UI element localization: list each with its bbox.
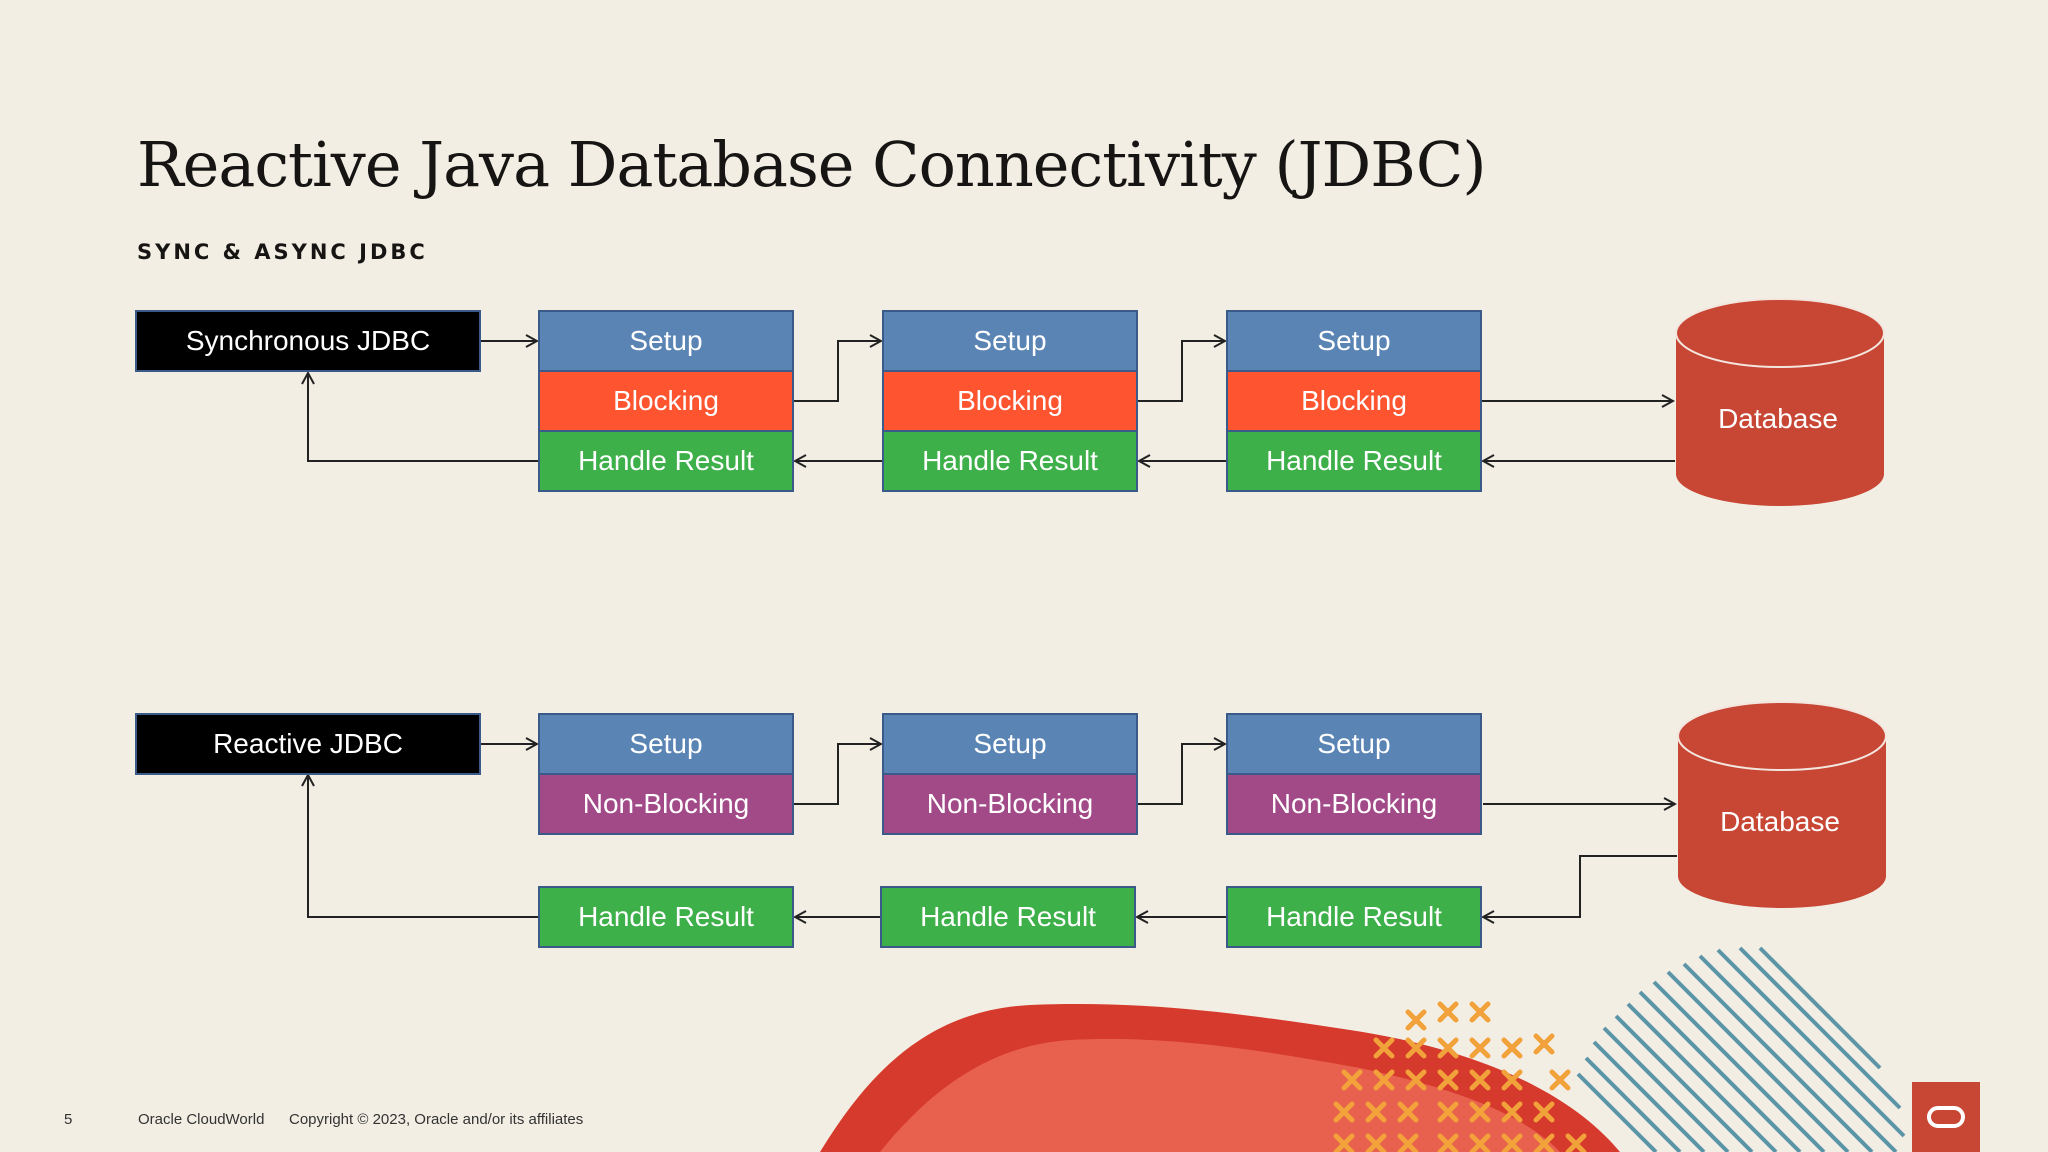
reactive-stage2-non-blocking: Non-Blocking xyxy=(882,773,1138,835)
footer-copyright: Copyright © 2023, Oracle and/or its affi… xyxy=(289,1111,584,1128)
sync-stage2-setup: Setup xyxy=(882,310,1138,372)
reactive-database-cylinder xyxy=(1677,701,1887,908)
reactive-jdbc-label: Reactive JDBC xyxy=(135,713,481,775)
reactive-stage1-setup: Setup xyxy=(538,713,794,775)
page-subtitle: SYNC & ASYNC JDBC xyxy=(137,240,428,264)
decorative-coral-blob xyxy=(880,1039,1560,1152)
sync-arrow-stage2-to-stage3 xyxy=(1137,341,1225,402)
footer-event: Oracle CloudWorld xyxy=(138,1111,265,1128)
page-title: Reactive Java Database Connectivity (JDB… xyxy=(137,128,1487,201)
sync-database-label: Database xyxy=(1718,403,1838,434)
reactive-arrow-stage2-to-stage3 xyxy=(1137,744,1225,805)
sync-stage1-setup: Setup xyxy=(538,310,794,372)
decorative-x-pattern xyxy=(1333,1001,1587,1152)
page-number: 5 xyxy=(64,1111,73,1128)
reactive-database-label: Database xyxy=(1720,806,1840,837)
sync-stage1-blocking: Blocking xyxy=(538,370,794,432)
reactive-arrow-stage1-to-stage2 xyxy=(793,744,881,805)
sync-stage3-setup: Setup xyxy=(1226,310,1482,372)
reactive-stage3-handle-result: Handle Result xyxy=(1226,886,1482,948)
sync-stage3-handle-result: Handle Result xyxy=(1226,430,1482,492)
reactive-arrow-db-to-result3 xyxy=(1483,855,1677,917)
reactive-stage3-setup: Setup xyxy=(1226,713,1482,775)
reactive-stage1-non-blocking: Non-Blocking xyxy=(538,773,794,835)
sync-arrow-stage1-to-label xyxy=(308,373,539,462)
sync-database-cylinder xyxy=(1675,298,1885,506)
reactive-stage2-handle-result: Handle Result xyxy=(880,886,1136,948)
decorative-stripes xyxy=(1576,946,1906,1152)
reactive-arrow-result1-to-label xyxy=(308,775,539,918)
sync-jdbc-label: Synchronous JDBC xyxy=(135,310,481,372)
oracle-logo-icon xyxy=(1912,1082,1980,1152)
sync-arrow-stage1-to-stage2 xyxy=(793,341,881,402)
sync-stage2-blocking: Blocking xyxy=(882,370,1138,432)
sync-stage1-handle-result: Handle Result xyxy=(538,430,794,492)
reactive-stage2-setup: Setup xyxy=(882,713,1138,775)
sync-stage2-handle-result: Handle Result xyxy=(882,430,1138,492)
reactive-stage3-non-blocking: Non-Blocking xyxy=(1226,773,1482,835)
reactive-stage1-handle-result: Handle Result xyxy=(538,886,794,948)
sync-stage3-blocking: Blocking xyxy=(1226,370,1482,432)
